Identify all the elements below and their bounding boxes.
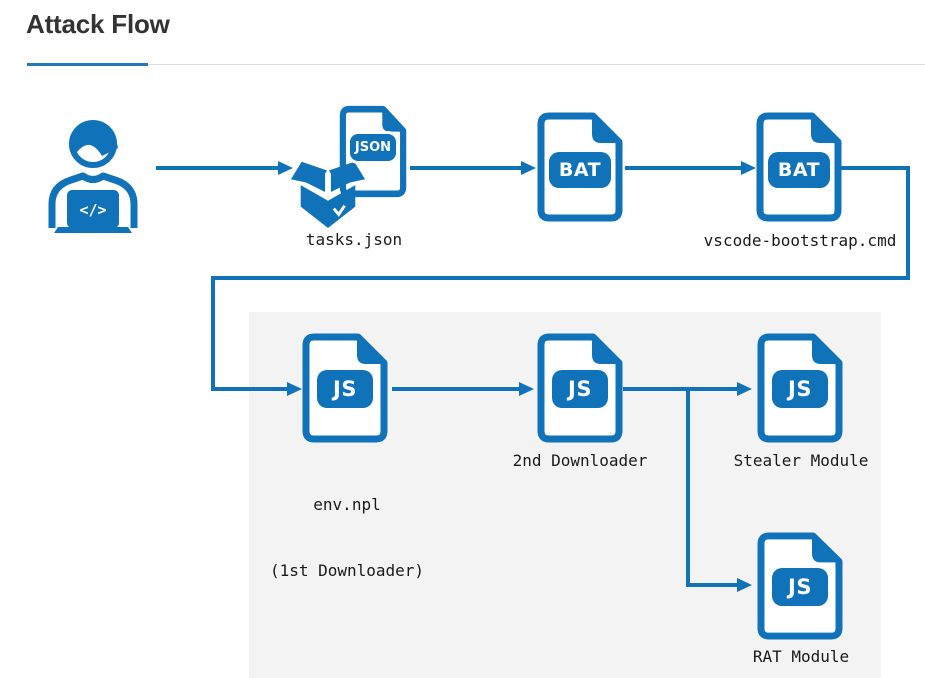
arrowhead-envnpl-to-downloader2 [519, 382, 534, 396]
node-label-env-npl-line1: env.npl [313, 495, 381, 514]
arrowhead-downloader2-to-stealer [737, 382, 752, 396]
file-badge-bat: BAT [768, 152, 830, 188]
page-title: Attack Flow [26, 9, 170, 39]
title-underline-accent [27, 63, 148, 66]
title-underline-rule [148, 64, 925, 65]
arrow-downloader2-to-stealer [623, 387, 737, 391]
file-badge-js: JS [317, 370, 373, 408]
file-badge-js: JS [772, 370, 828, 408]
arrowhead-tasksjson-to-bat1 [521, 161, 536, 175]
arrow-tasksjson-to-bat1 [410, 166, 532, 170]
node-label-tasks-json: tasks.json [305, 230, 403, 249]
connector-into-panel [211, 387, 288, 391]
file-badge-js: JS [552, 370, 608, 408]
open-box-icon [290, 161, 366, 229]
file-badge-json: JSON [350, 134, 396, 161]
connector-bat2-right [841, 166, 910, 170]
node-label-rat-module: RAT Module [752, 647, 850, 666]
connector-down-left [211, 276, 215, 391]
laptop-code-glyph: </> [79, 201, 106, 219]
file-badge-js: JS [772, 568, 828, 606]
arrow-envnpl-to-downloader2 [392, 387, 519, 391]
node-label-stealer-module: Stealer Module [733, 451, 869, 470]
arrowhead-branch-to-rat [737, 578, 752, 592]
arrow-bat1-to-bat2 [625, 166, 747, 170]
arrow-branch-to-rat [686, 583, 737, 587]
connector-across-left [211, 276, 910, 280]
arrowhead-dev-to-tasksjson [278, 161, 293, 175]
node-label-env-npl-line2: (1st Downloader) [269, 561, 425, 580]
developer-at-laptop-icon: </> [48, 120, 138, 233]
node-label-vscode-bootstrap: vscode-bootstrap.cmd [703, 231, 897, 250]
arrow-dev-to-tasksjson [156, 166, 279, 170]
node-label-env-npl: env.npl (1st Downloader) [227, 450, 467, 626]
connector-branch-down [686, 387, 690, 587]
file-badge-bat: BAT [549, 152, 611, 188]
arrowhead-into-envnpl [287, 382, 302, 396]
node-label-second-downloader: 2nd Downloader [512, 451, 648, 470]
arrowhead-bat1-to-bat2 [741, 161, 756, 175]
connector-down-right [906, 166, 910, 280]
